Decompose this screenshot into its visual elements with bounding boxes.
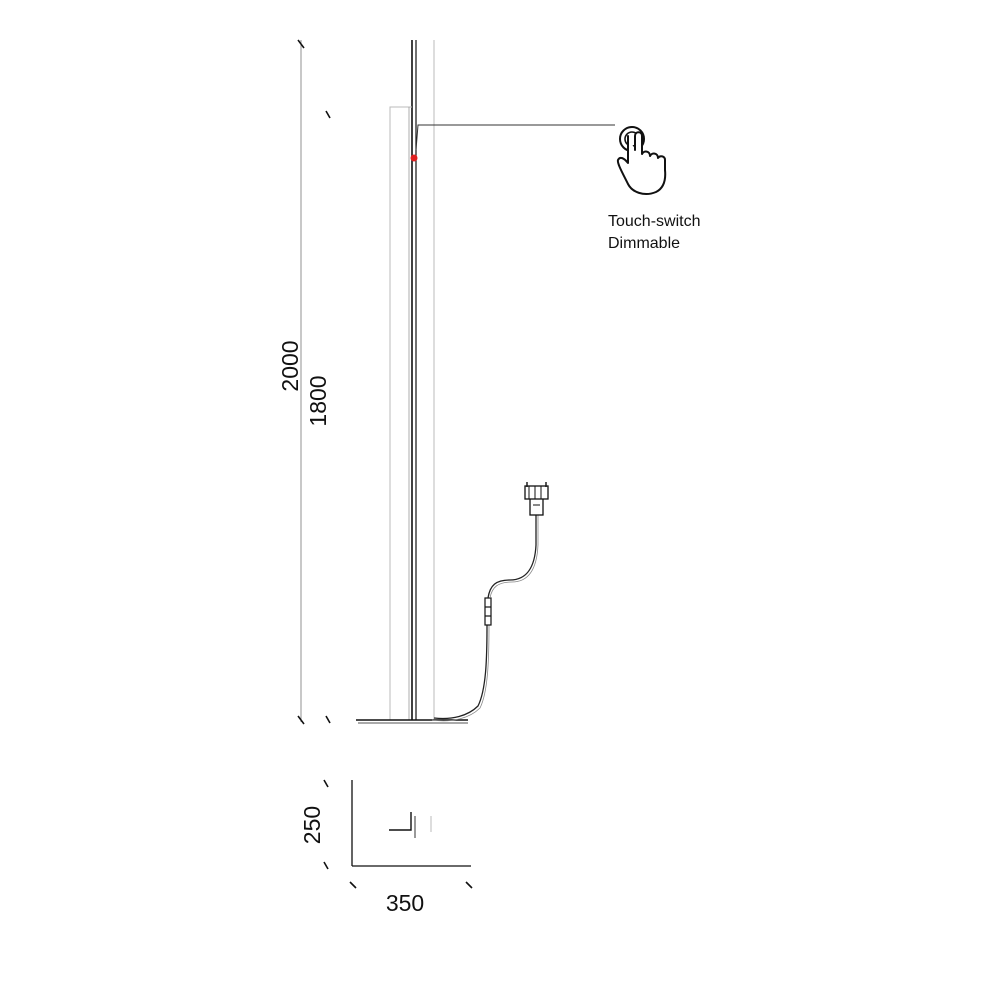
dimmable-label: Dimmable xyxy=(608,235,680,252)
lamp-base-side xyxy=(356,719,468,724)
light-panel xyxy=(389,106,412,720)
lamp-pole xyxy=(411,40,435,720)
light-height-label: 1800 xyxy=(305,375,331,426)
total-height-dimension xyxy=(297,39,305,725)
touch-switch-label: Touch-switch xyxy=(608,213,700,230)
switch-dot xyxy=(410,154,418,162)
base-width-label: 350 xyxy=(386,890,424,916)
switch-leader xyxy=(415,124,615,151)
total-height-label: 2000 xyxy=(277,340,303,391)
light-height-dimension xyxy=(325,110,331,724)
plug-icon xyxy=(524,482,549,516)
base-depth-label: 250 xyxy=(299,806,325,844)
power-cable xyxy=(431,515,539,722)
base-width-dimension xyxy=(349,881,473,889)
hand-pointer-icon xyxy=(616,126,667,195)
base-top-view xyxy=(351,780,471,867)
base-depth-dimension xyxy=(323,779,329,870)
